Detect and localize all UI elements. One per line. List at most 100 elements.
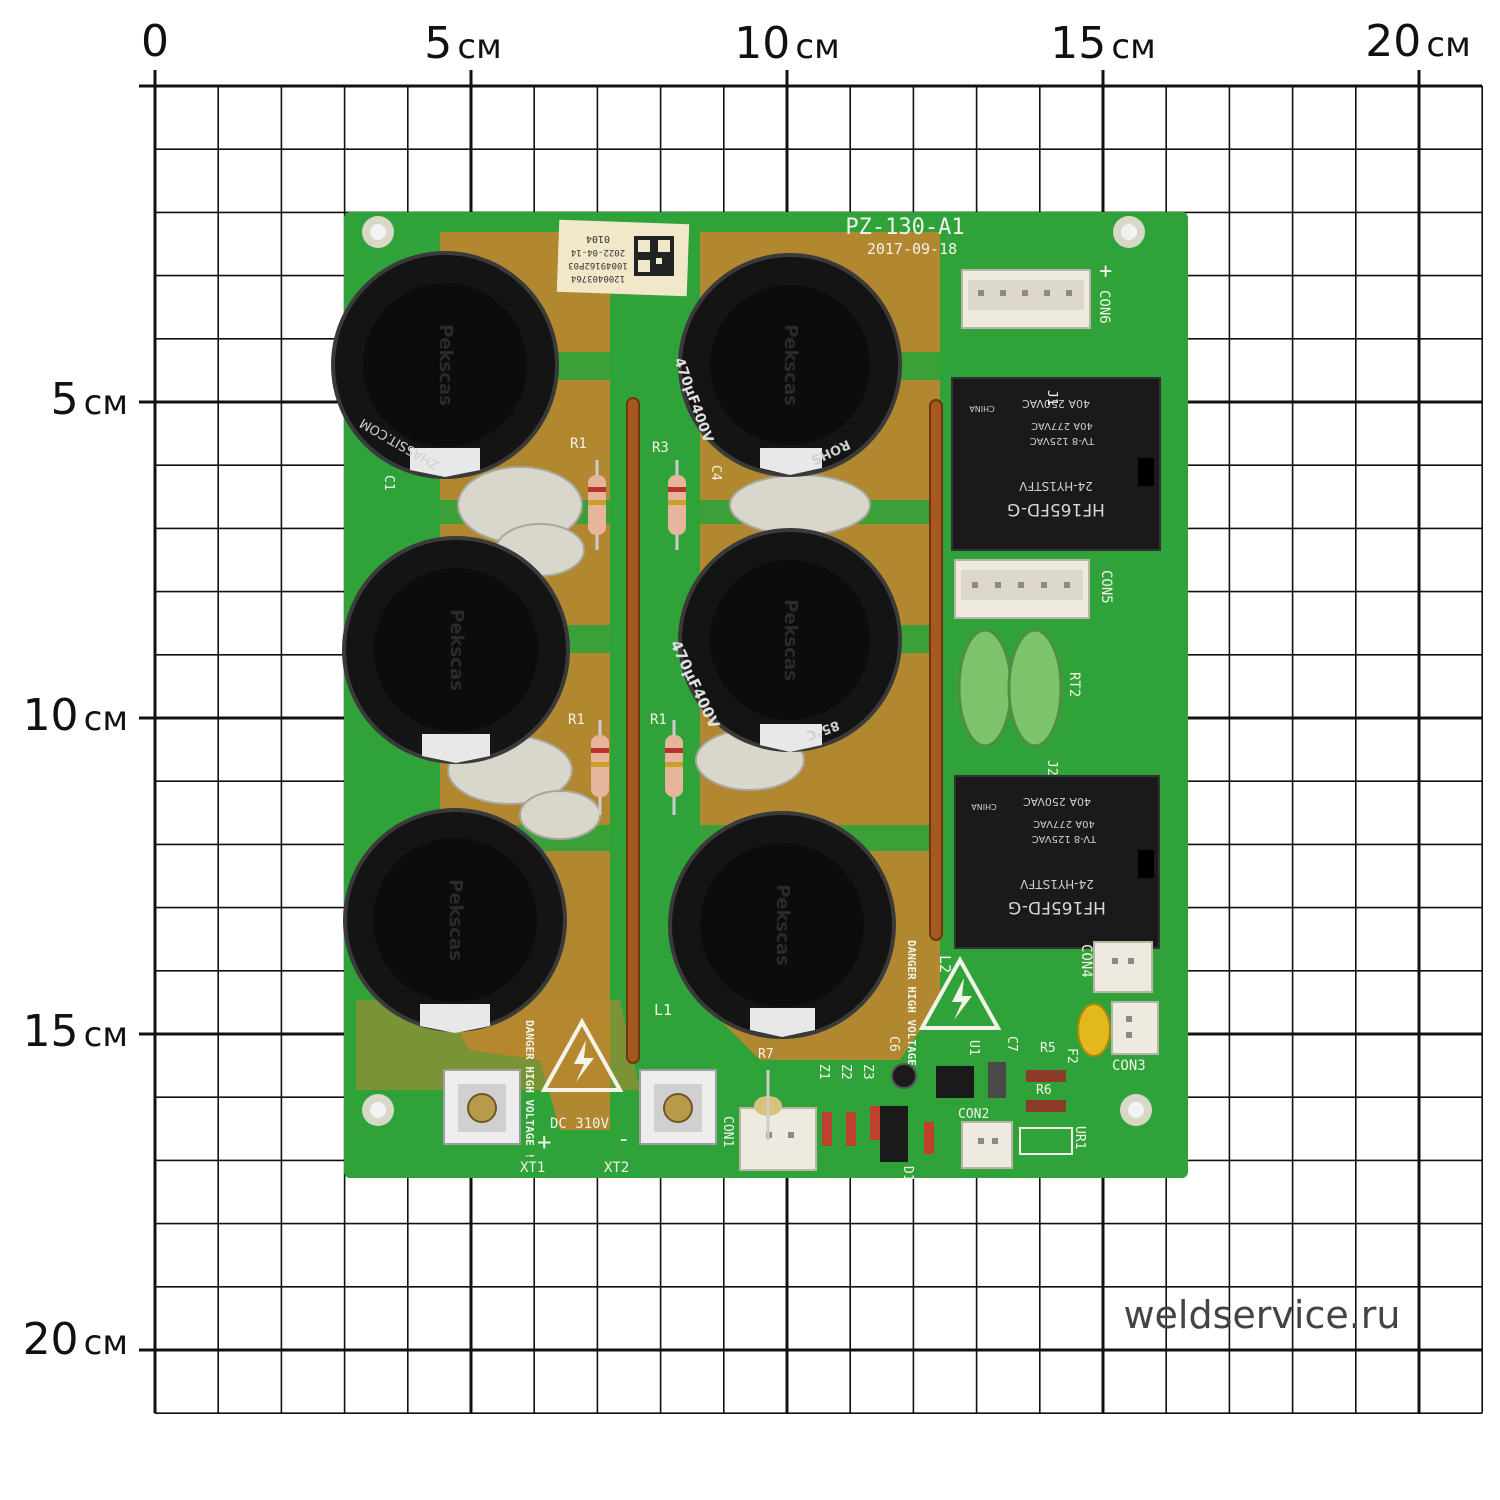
resistor-r1-middle <box>665 720 683 815</box>
ruler-label-top-15: 15 см <box>1050 18 1155 69</box>
ruler-label-top-5: 5 см <box>424 18 501 69</box>
resistor-r7 <box>754 1070 782 1140</box>
designator-r1-bottom: R1 <box>568 712 585 728</box>
relay-j2-rating-2: 40A 277VAC <box>1033 818 1095 829</box>
inductor-l2 <box>929 399 943 941</box>
connector-con2[interactable] <box>961 1121 1013 1169</box>
capacitor-c3: Pekscas <box>343 808 567 1033</box>
ruler-label-top-0: 0 <box>141 16 169 67</box>
ruler-label-left-20: 20 см <box>23 1314 128 1365</box>
capacitor-c3-brand: Pekscas <box>445 879 466 961</box>
connector-con5[interactable] <box>954 559 1090 619</box>
thermistor-rt2 <box>957 628 1063 748</box>
designator-c7: C7 <box>1004 1036 1019 1052</box>
capacitor-smd-c7 <box>988 1062 1006 1098</box>
relay-j1-rating-1: 40A 250VAC <box>1022 397 1090 410</box>
ruler-label-top-20: 20 см <box>1365 16 1470 67</box>
relay-j1-origin: CHINA <box>969 404 995 413</box>
capacitor-c5-brand: Pekscas <box>780 599 801 681</box>
high-voltage-warning-icon <box>918 955 1002 1030</box>
designator-c4: C4 <box>708 465 723 481</box>
designator-l1: L1 <box>654 1001 672 1019</box>
polarity-plus-con6: + <box>1099 259 1112 284</box>
qr-sticker: 1200403764 10049162P03 2022-04-14 0104 <box>556 219 690 297</box>
inductor-l1 <box>626 397 640 1064</box>
designator-u1: U1 <box>966 1040 981 1056</box>
designator-z2: Z2 <box>838 1064 853 1080</box>
resistor-smd-r5 <box>1026 1070 1066 1082</box>
watermark: weldservice.ru <box>1123 1293 1400 1337</box>
relay-j2-rating-1: 40A 250VAC <box>1023 795 1091 808</box>
mounting-hole <box>1120 1094 1152 1126</box>
connector-con1[interactable] <box>739 1107 817 1171</box>
designator-l2: L2 <box>936 955 954 973</box>
ruler-label-left-10: 10 см <box>23 690 128 741</box>
designator-c1: C1 <box>381 475 396 491</box>
sensor-ur1 <box>1019 1127 1073 1155</box>
capacitor-c5: Pekscas 470μF400V 85°C <box>666 528 902 752</box>
capacitor-c4-brand: Pekscas <box>780 324 801 406</box>
terminal-xt2[interactable] <box>639 1069 717 1145</box>
designator-d1: D1 <box>900 1166 915 1182</box>
rectifier-diode <box>880 1106 908 1162</box>
designator-z3: Z3 <box>860 1064 875 1080</box>
voltage-label: DC 310V <box>550 1116 610 1132</box>
ruler-left: 5 см 10 см 15 см 20 см <box>23 374 128 1365</box>
designator-con5: CON5 <box>1098 570 1114 604</box>
relay-j1-model: HF165FD-G <box>1007 499 1105 519</box>
board-date-label: 2017-09-18 <box>867 240 957 258</box>
relay-j1-rating-3: TV-8 125VAC <box>1030 435 1095 446</box>
designator-con4: CON4 <box>1078 944 1094 978</box>
designator-f2: F2 <box>1064 1048 1079 1064</box>
designator-xt2: XT2 <box>604 1160 629 1176</box>
sticker-line-3: 2022-04-14 <box>571 247 625 257</box>
designator-rt2: RT2 <box>1066 672 1082 697</box>
capacitor-small-c6 <box>891 1063 917 1089</box>
connector-con6[interactable] <box>961 269 1091 329</box>
relay-j1-rating-2: 40A 277VAC <box>1031 420 1093 431</box>
designator-r3: R3 <box>652 440 669 456</box>
connector-con3[interactable] <box>1111 1001 1159 1055</box>
pcb-board: PZ-130-A1 2017-09-18 1200403764 10049162… <box>331 212 1188 1182</box>
ic-u1 <box>936 1066 974 1098</box>
sticker-line-1: 1200403764 <box>571 273 625 283</box>
qr-code-icon <box>634 236 674 276</box>
relay-j1-coil: 24-HY1STFV <box>1018 479 1092 493</box>
diode-d1 <box>924 1122 934 1154</box>
relay-j2-rating-3: TV-8 125VAC <box>1032 833 1097 844</box>
designator-z1: Z1 <box>816 1064 831 1080</box>
mounting-hole <box>362 1094 394 1126</box>
designator-con3: CON3 <box>1112 1058 1146 1074</box>
designator-c6: C6 <box>886 1036 901 1052</box>
terminal-xt1[interactable] <box>443 1069 521 1145</box>
mounting-hole <box>1113 216 1145 248</box>
board-model-label: PZ-130-A1 <box>845 215 964 240</box>
relay-j2-coil: 24-HY1STFV <box>1019 877 1093 891</box>
capacitor-c1-brand: Pekscas <box>435 324 456 406</box>
capacitor-c2-brand: Pekscas <box>446 609 467 691</box>
sticker-line-2: 10049162P03 <box>568 260 628 270</box>
designator-r1-middle: R1 <box>650 712 667 728</box>
resistor-smd-r6 <box>1026 1100 1066 1112</box>
capacitor-c2: Pekscas <box>342 536 570 764</box>
designator-xt1: XT1 <box>520 1160 545 1176</box>
relay-j2-model: HF165FD-G <box>1008 897 1106 917</box>
capacitor-c6-brand: Pekscas <box>772 884 793 966</box>
resistor-r1-bottom <box>591 720 609 815</box>
capacitor-c6: Pekscas <box>668 811 896 1039</box>
connector-con4[interactable] <box>1093 941 1153 993</box>
designator-r1-top: R1 <box>570 436 587 452</box>
designator-con6: CON6 <box>1096 290 1112 324</box>
polarity-plus: + <box>537 1128 551 1156</box>
resistor-r3 <box>668 460 686 550</box>
zener-diodes <box>822 1106 880 1146</box>
ruler-label-left-5: 5 см <box>51 374 128 425</box>
designator-con1: CON1 <box>720 1116 735 1147</box>
fuse-f2 <box>1077 1003 1111 1057</box>
capacitor-c4: Pekscas 470μF400V ROHS <box>670 253 902 477</box>
high-voltage-warning-icon <box>540 1017 624 1092</box>
relay-j2: HF165FD-G 24-HY1STFV TV-8 125VAC 40A 277… <box>954 775 1160 949</box>
designator-r5: R5 <box>1040 1041 1056 1056</box>
designator-ur1: UR1 <box>1072 1126 1087 1149</box>
